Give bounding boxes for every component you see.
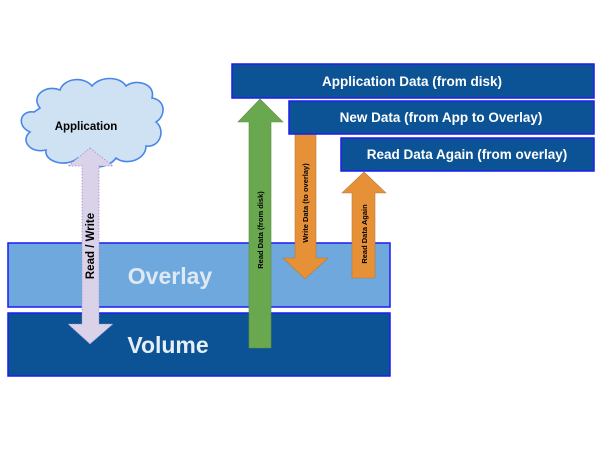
volume-label: Volume	[127, 332, 208, 358]
overlay-rect	[7, 242, 391, 308]
read-from-disk-arrow: Read Data (from disk)	[237, 98, 284, 349]
new-data-box: New Data (from App to Overlay)	[288, 100, 595, 135]
cloud-icon	[20, 77, 164, 168]
read-data-again-box: Read Data Again (from overlay)	[340, 137, 595, 172]
new-data-label: New Data (from App to Overlay)	[340, 110, 543, 125]
read-data-again-rect	[340, 137, 595, 172]
application-data-label: Application Data (from disk)	[322, 74, 502, 89]
arrow-up-icon	[237, 98, 284, 349]
overlay-label: Overlay	[128, 263, 213, 289]
read-again-label: Read Data Again	[360, 204, 369, 264]
read-data-again-label: Read Data Again (from overlay)	[367, 147, 568, 162]
double-arrow-icon	[66, 147, 115, 345]
read-again-arrow: Read Data Again	[341, 171, 387, 279]
read-write-label: Read / Write	[85, 213, 97, 279]
write-to-overlay-label: Write Data (to overlay)	[301, 163, 310, 243]
read-write-arrow: Read / Write	[66, 147, 115, 345]
read-from-disk-label: Read Data (from disk)	[256, 191, 265, 269]
overlay-layer: Overlay	[7, 242, 391, 308]
arrow-up-icon	[341, 171, 387, 279]
application-label: Application	[55, 121, 118, 133]
write-to-overlay-arrow: Write Data (to overlay)	[282, 133, 329, 280]
arrow-down-icon	[282, 133, 329, 280]
new-data-rect	[288, 100, 595, 135]
volume-rect	[7, 312, 391, 377]
application-cloud: Application	[20, 77, 164, 168]
application-data-box: Application Data (from disk)	[231, 63, 595, 99]
application-data-rect	[231, 63, 595, 99]
volume-layer: Volume	[7, 312, 391, 377]
